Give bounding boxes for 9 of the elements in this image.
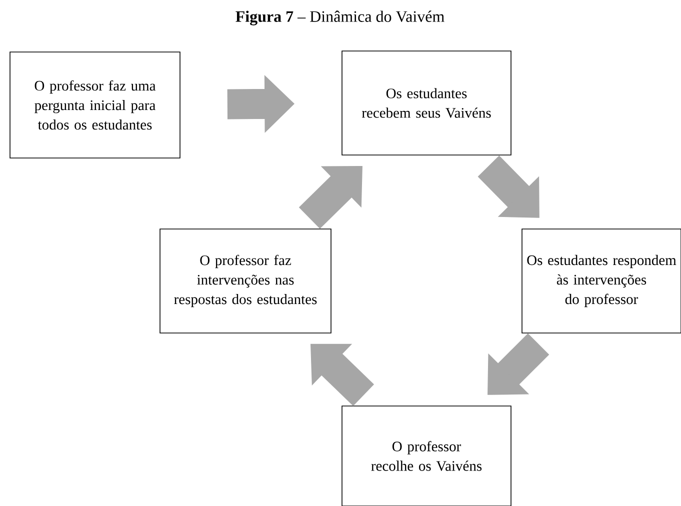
process-box: O professor faz intervenções nas respostas dos estudantes — [160, 228, 332, 334]
block-arrow — [310, 344, 374, 406]
process-box: O professor recolhe os Vaivéns — [342, 406, 512, 506]
process-box: O professor faz uma pergunta inicial para todos os estudantes — [10, 52, 180, 158]
block-arrow — [478, 156, 540, 218]
process-box: Os estudantes respondem às intervenções do professor — [522, 228, 681, 334]
process-box: Os estudantes recebem seus Vaivéns — [342, 50, 512, 156]
block-arrow — [488, 333, 550, 395]
figure-title: Figura 7 – Dinâmica do Vaivém — [236, 10, 444, 26]
